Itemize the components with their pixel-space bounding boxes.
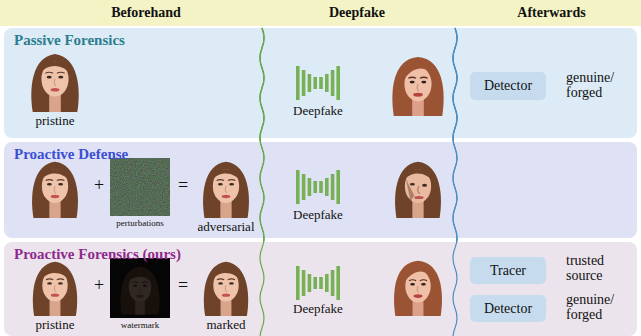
- operator-sign: +: [94, 176, 104, 196]
- model-caption: Deepfake: [293, 104, 343, 118]
- stage-title: Beforehand: [111, 5, 181, 21]
- outcome-label: genuine/ forged: [566, 70, 632, 101]
- outcome-label: trusted source: [566, 253, 632, 284]
- stage-chevron: Afterwards: [438, 0, 641, 26]
- band-heading: Passive Forensics: [14, 32, 125, 49]
- model-caption: Deepfake: [293, 302, 343, 316]
- band-heading: Proactive Forensics (ours): [14, 246, 181, 263]
- stage-title: Afterwards: [517, 5, 585, 21]
- image-caption: watermark: [121, 321, 159, 331]
- image-caption: perturbations: [116, 219, 164, 229]
- chevron-fill: [438, 0, 641, 26]
- model-caption: Deepfake: [293, 208, 343, 222]
- process-box: Detector: [470, 72, 546, 100]
- box-label: Detector: [484, 78, 532, 94]
- category-band: Passive ForensicsDetector: [4, 28, 637, 138]
- outcome-label: genuine/ forged: [566, 292, 632, 323]
- process-box: Tracer: [470, 257, 546, 284]
- image-caption: pristine: [36, 114, 75, 128]
- image-caption: adversarial: [197, 220, 254, 234]
- image-caption: pristine: [36, 318, 75, 332]
- operator-sign: =: [178, 276, 188, 296]
- chevron-fill: [0, 0, 268, 26]
- box-label: Tracer: [490, 263, 526, 279]
- operator-sign: +: [94, 276, 104, 296]
- stage-title: Deepfake: [329, 5, 385, 21]
- operator-sign: =: [178, 176, 188, 196]
- band-heading: Proactive Defense: [14, 146, 128, 163]
- chevron-fill: [258, 0, 448, 26]
- image-caption: marked: [207, 318, 246, 332]
- stage-chevron: Deepfake: [258, 0, 448, 26]
- process-box: Detector: [470, 295, 546, 322]
- stage-chevron: Beforehand: [0, 0, 268, 26]
- box-label: Detector: [484, 301, 532, 317]
